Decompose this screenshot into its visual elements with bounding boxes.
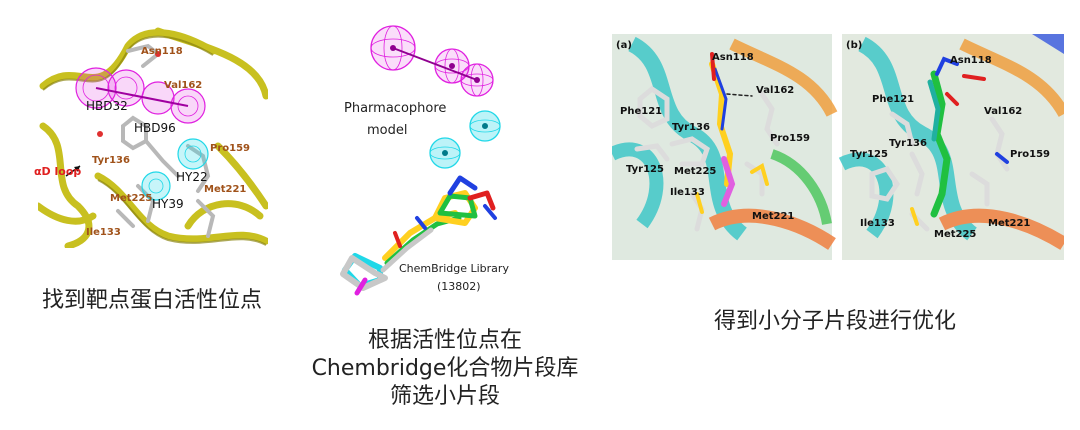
label-a-met225: Met225	[674, 166, 717, 177]
caption-step1: 找到靶点蛋白活性位点	[41, 288, 262, 313]
library-label-line1: ChemBridge Library	[399, 262, 509, 275]
caption-step2-line1: 根据活性位点在	[367, 328, 522, 353]
active-site-image	[38, 26, 268, 248]
label-b-met221: Met221	[988, 218, 1031, 229]
label-a-tag: (a)	[616, 40, 632, 51]
label-pro159: Pro159	[210, 143, 251, 154]
optimization-image	[612, 34, 1064, 260]
pharmacophore-hbd-spheres	[370, 25, 494, 97]
label-hbd96: HBD96	[134, 121, 176, 135]
pharmacophore-hy-spheres	[429, 110, 501, 169]
label-a-asn118: Asn118	[712, 52, 754, 63]
label-b-tyr136: Tyr136	[889, 138, 927, 149]
fragment-overlay	[340, 175, 497, 296]
label-a-ile133: Ile133	[670, 187, 705, 198]
label-hy22: HY22	[176, 170, 208, 184]
protein-ribbon	[38, 27, 268, 248]
pharmacophore-label-line1: Pharmacophore	[344, 101, 447, 116]
label-a-met221: Met221	[752, 211, 795, 222]
pharmacophore-label-line2: model	[367, 123, 408, 138]
label-b-asn118: Asn118	[950, 55, 992, 66]
pharmacophore-panel: Pharmacophore model ChemBridge Library (…	[325, 18, 565, 308]
label-a-pro159: Pro159	[770, 133, 811, 144]
optimization-panel: (a) Asn118 Val162 Phe121 Tyr136 Pro159 T…	[612, 34, 1064, 260]
hy-mesh-spheres	[141, 138, 209, 201]
label-ile133: Ile133	[86, 227, 121, 238]
caption-step3: 得到小分子片段进行优化	[713, 309, 956, 334]
label-a-phe121: Phe121	[620, 106, 663, 117]
label-met225: Met225	[110, 193, 153, 204]
library-label-line2: (13802)	[437, 280, 481, 293]
label-b-val162: Val162	[984, 106, 1023, 117]
label-b-ile133: Ile133	[860, 218, 895, 229]
label-hy39: HY39	[152, 197, 184, 211]
label-b-met225: Met225	[934, 229, 977, 240]
label-b-pro159: Pro159	[1010, 149, 1051, 160]
caption-step2-line2: Chembridge化合物片段库	[311, 356, 579, 381]
pharmacophore-image	[340, 25, 501, 296]
label-asn118: Asn118	[141, 46, 183, 57]
label-b-tyr125: Tyr125	[850, 149, 888, 160]
label-ad-loop: αD loop	[34, 165, 82, 178]
label-b-tag: (b)	[846, 40, 863, 51]
label-a-tyr125: Tyr125	[626, 164, 664, 175]
label-hbd32: HBD32	[86, 99, 128, 113]
label-tyr136: Tyr136	[92, 155, 130, 166]
label-met221: Met221	[204, 184, 247, 195]
label-b-phe121: Phe121	[872, 94, 915, 105]
oxygen-atom	[97, 131, 103, 137]
label-a-tyr136: Tyr136	[672, 122, 710, 133]
label-val162: Val162	[164, 80, 203, 91]
active-site-panel: Asn118 Val162 HBD32 HBD96 Tyr136 Pro159 …	[34, 26, 268, 248]
hbd-mesh-spheres	[75, 67, 206, 124]
label-a-val162: Val162	[756, 85, 795, 96]
caption-step2-line3: 筛选小片段	[389, 384, 500, 409]
